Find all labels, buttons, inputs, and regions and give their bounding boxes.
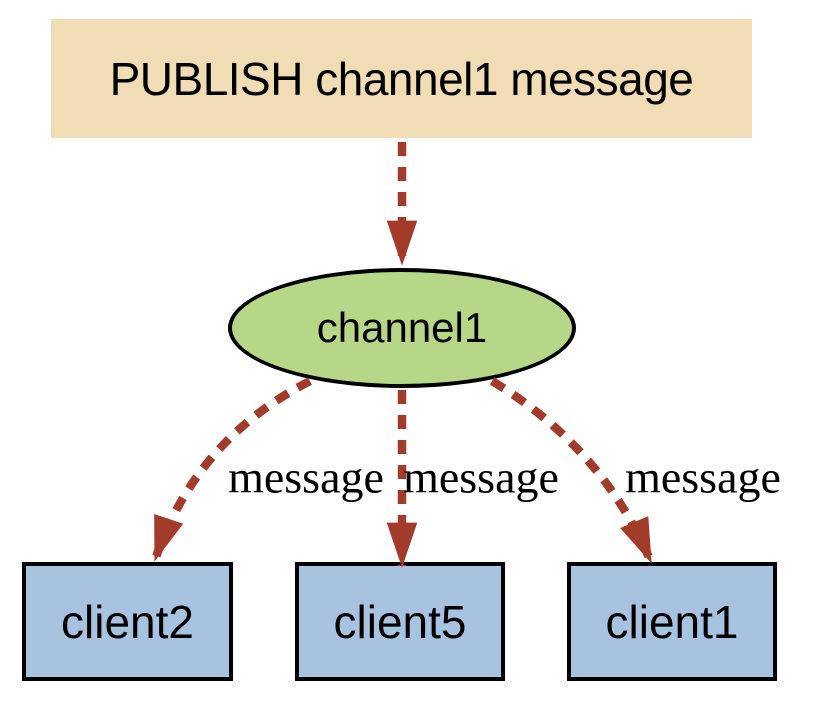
client-label: client5 — [333, 595, 467, 648]
publish-command-label: PUBLISH channel1 message — [109, 52, 694, 105]
client-label: client1 — [605, 595, 739, 648]
client-label: client2 — [61, 595, 194, 648]
client-node: client5 — [295, 562, 505, 681]
client-node: client1 — [567, 562, 777, 681]
message-edge-label: message — [403, 451, 559, 503]
channel-node: channel1 — [228, 268, 576, 388]
message-edge-label: message — [228, 451, 384, 503]
message-edge-label: message — [625, 451, 781, 503]
channel-label: channel1 — [316, 304, 488, 351]
publish-command-node: PUBLISH channel1 message — [51, 19, 752, 138]
client-node: client2 — [22, 562, 233, 681]
